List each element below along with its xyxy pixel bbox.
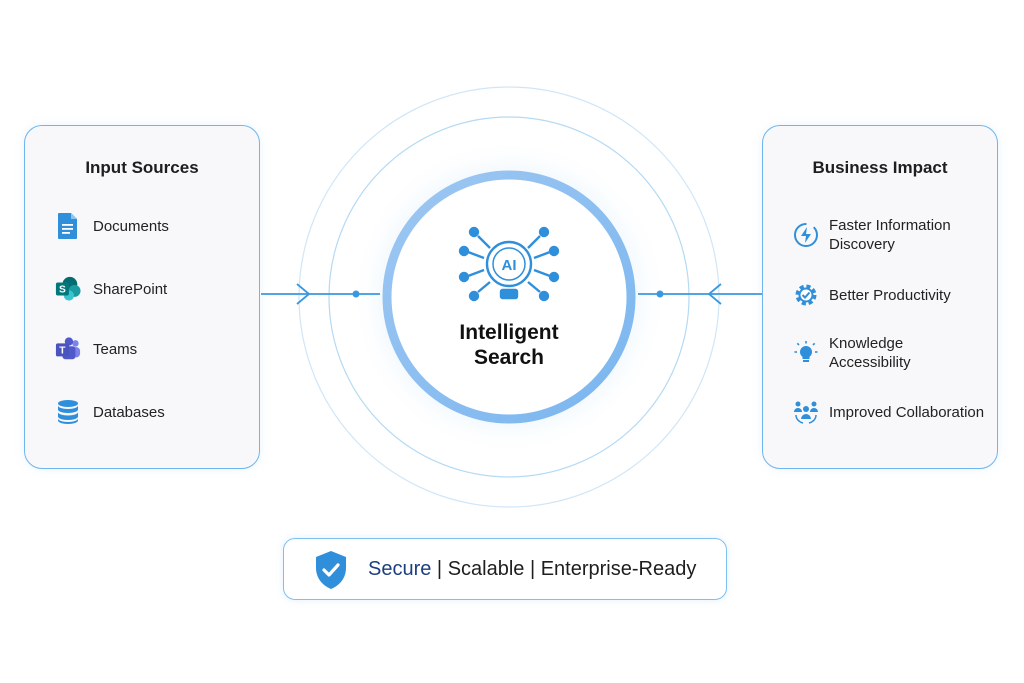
badge-scalable: Scalable (447, 558, 525, 580)
impact-item-productivity[interactable]: Better Productivity (793, 282, 951, 308)
impact-label: Better Productivity (829, 286, 951, 304)
input-sources-title: Input Sources (85, 158, 199, 177)
sharepoint-icon: S (55, 276, 81, 302)
source-label: Databases (93, 403, 165, 421)
source-item-sharepoint[interactable]: S SharePoint (55, 276, 167, 302)
source-label: Documents (93, 217, 169, 235)
middle-ring (328, 116, 690, 478)
badge-enterprise-ready: Enterprise-Ready (540, 558, 697, 580)
security-badge: Secure | Scalable | Enterprise-Ready (283, 538, 727, 600)
center-title-line2: Search (473, 346, 545, 369)
source-label: Teams (93, 340, 138, 358)
source-label: SharePoint (93, 280, 168, 298)
input-sources-panel: Input Sources Documents S SharePoint T T… (24, 125, 260, 469)
svg-text:S: S (59, 285, 66, 296)
business-impact-title: Business Impact (812, 158, 948, 177)
right-connector (638, 283, 762, 305)
lightning-icon (793, 222, 819, 248)
gear-check-icon (793, 282, 819, 308)
shield-check-icon (314, 550, 348, 595)
svg-text:T: T (59, 346, 66, 357)
center-title-line1: Intelligent (459, 321, 559, 344)
document-icon (55, 213, 81, 239)
outer-ring (298, 86, 720, 508)
ai-chip-icon (458, 226, 560, 302)
source-item-documents[interactable]: Documents (55, 213, 169, 239)
ai-chip-label: AI (502, 257, 517, 274)
impact-label: Improved Collaboration (829, 403, 985, 421)
source-item-teams[interactable]: T Teams (55, 336, 137, 362)
impact-item-collaboration[interactable]: Improved Collaboration (793, 399, 984, 425)
database-icon (55, 399, 81, 425)
left-connector (261, 283, 380, 305)
teams-icon: T (55, 336, 81, 362)
team-icon (793, 399, 819, 425)
badge-text: Secure | Scalable | Enterprise-Ready (368, 558, 697, 580)
badge-secure: Secure (368, 558, 432, 580)
lightbulb-icon (793, 340, 819, 366)
source-item-databases[interactable]: Databases (55, 399, 165, 425)
